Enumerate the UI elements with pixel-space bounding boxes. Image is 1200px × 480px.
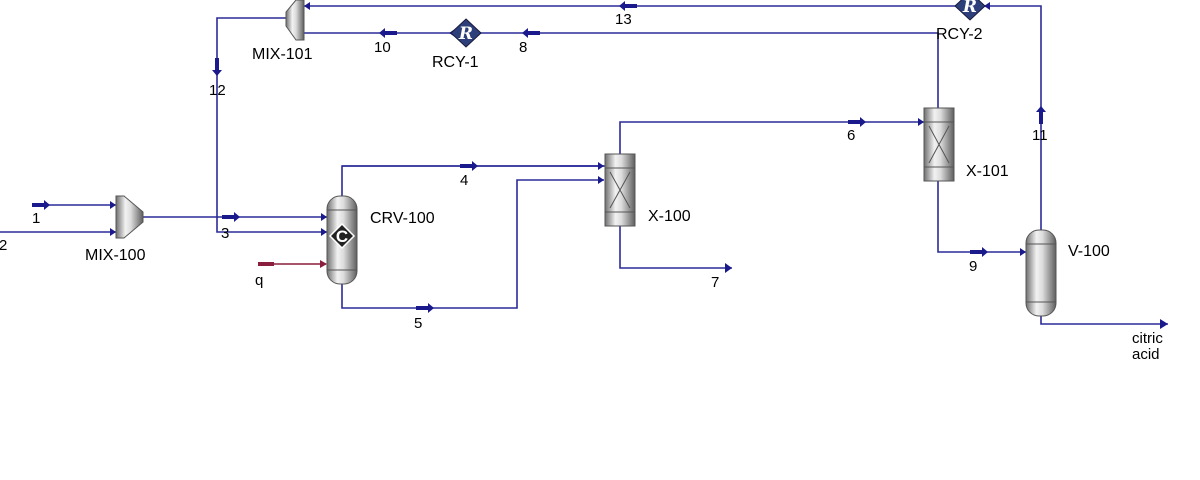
stream-11-line[interactable] [982, 5, 1042, 230]
mix-100-label: MIX-100 [85, 247, 146, 264]
arrow-icon [321, 228, 327, 236]
arrow-icon [1020, 248, 1026, 256]
arrow-icon [598, 162, 604, 170]
vessel-icon [1025, 229, 1057, 317]
stream-labels: 1 2 3 4 5 6 7 8 9 10 11 12 13 q citric a… [0, 11, 1163, 363]
stream-5-line[interactable] [341, 179, 604, 309]
arrow-icon [522, 28, 540, 38]
arrow-icon [222, 212, 240, 222]
arrow-icon [725, 263, 732, 273]
x-101-unit[interactable] [923, 107, 955, 182]
unit-labels: MIX-100 MIX-101 CRV-100 X-100 X-101 V-10… [85, 26, 1110, 264]
mix-100-unit[interactable] [115, 195, 144, 239]
stream-7-label: 7 [711, 274, 719, 291]
recycle-letter: R [962, 0, 977, 17]
stream-9-line[interactable] [937, 181, 1026, 253]
stream-9-label: 9 [969, 258, 977, 275]
x-100-unit[interactable] [604, 153, 636, 227]
arrow-icon [984, 2, 990, 10]
stream-lines [0, 5, 1168, 325]
arrow-icon [918, 118, 924, 126]
arrow-icon [110, 201, 116, 209]
arrow-icon [970, 247, 988, 257]
arrow-icon [304, 2, 310, 10]
rcy-1-label: RCY-1 [432, 54, 479, 71]
arrow-icon [619, 1, 637, 11]
stream-4-line[interactable] [341, 165, 620, 198]
recycle-icon [954, 0, 986, 21]
mixer-icon [285, 0, 305, 41]
arrow-icon [212, 58, 222, 76]
stream-6-line[interactable] [619, 121, 924, 154]
energy-stream-q-label: q [255, 272, 263, 289]
separator-icon [604, 153, 636, 227]
citric-acid-label-line2: acid [1132, 346, 1160, 363]
arrow-icon [598, 176, 604, 184]
stream-3-label: 3 [221, 225, 229, 242]
stream-12-line[interactable] [216, 17, 327, 233]
stream-8-line[interactable] [478, 32, 939, 108]
crv-100-label: CRV-100 [370, 210, 435, 227]
arrow-icon [460, 161, 478, 171]
reactor-badge-letter: C [336, 227, 348, 246]
stream-2-label: 2 [0, 237, 7, 254]
stream-13-label: 13 [615, 11, 632, 28]
x-101-label: X-101 [966, 163, 1009, 180]
mix-101-label: MIX-101 [252, 46, 313, 63]
v-100-unit[interactable] [1025, 229, 1057, 317]
mixer-icon [115, 195, 144, 239]
stream-6-label: 6 [847, 127, 855, 144]
v-100-label: V-100 [1068, 243, 1110, 260]
mix-101-unit[interactable] [285, 0, 305, 41]
x-100-label: X-100 [648, 208, 691, 225]
arrow-icon [1160, 319, 1168, 329]
stream-1-label: 1 [32, 210, 40, 227]
rcy-2-unit[interactable]: R [954, 0, 986, 21]
arrow-icon [258, 260, 327, 268]
stream-4-label: 4 [460, 172, 468, 189]
arrow-icon [1036, 106, 1046, 124]
stream-10-label: 10 [374, 39, 391, 56]
arrow-icon [321, 213, 327, 221]
citric-acid-label-line1: citric [1132, 330, 1163, 347]
stream-11-label: 11 [1032, 127, 1048, 144]
recycle-letter: R [458, 24, 473, 44]
rcy-2-label: RCY-2 [936, 26, 983, 43]
citric-acid-line[interactable] [1040, 314, 1168, 325]
stream-7-line[interactable] [619, 226, 732, 269]
reactor-badge-icon [328, 222, 356, 250]
recycle-icon [450, 18, 482, 48]
stream-12-label: 12 [209, 82, 226, 99]
crv-100-unit[interactable]: C [326, 195, 358, 285]
arrow-icon [379, 28, 397, 38]
stream-5-label: 5 [414, 315, 422, 332]
arrow-icon [416, 303, 434, 313]
stream-8-label: 8 [519, 39, 527, 56]
rcy-1-unit[interactable]: R [450, 18, 482, 48]
arrow-icon [110, 228, 116, 236]
arrow-icon [848, 117, 866, 127]
arrow-icon [32, 200, 50, 210]
